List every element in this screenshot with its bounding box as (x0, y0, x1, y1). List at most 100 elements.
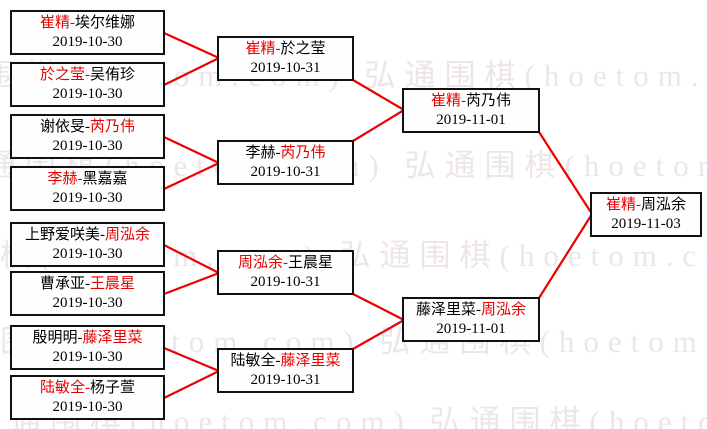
player-name: 陆敏全 (39, 379, 85, 396)
dash: - (77, 170, 83, 187)
match-date: 2019-11-01 (436, 111, 506, 128)
player-name: 芮乃伟 (466, 92, 512, 109)
player-name: 藤泽里菜 (415, 301, 476, 318)
dash: - (283, 254, 288, 271)
player-name: 芮乃伟 (280, 144, 326, 161)
connector-line (163, 370, 220, 399)
match-date: 2019-10-31 (250, 371, 321, 388)
match-players: 陆敏全-杨子萱 (40, 379, 135, 398)
connector-line (538, 213, 593, 299)
connector-line (163, 162, 220, 190)
match-players: 於之莹-吴侑珍 (40, 66, 135, 85)
match-box-r1-m5: 上野爱咲美-周泓余 2019-10-30 (10, 222, 165, 267)
match-date: 2019-11-03 (611, 215, 681, 232)
dash: - (85, 66, 90, 83)
dash: - (77, 329, 83, 346)
player-name: 於之莹 (39, 66, 85, 83)
match-players: 崔精-埃尔维娜 (40, 14, 135, 33)
player-name: 曹承亚 (39, 275, 85, 292)
player-name: 周泓余 (641, 196, 687, 213)
dash: - (275, 40, 281, 57)
player-name: 黑嘉嘉 (82, 170, 128, 187)
match-date: 2019-10-30 (52, 85, 123, 102)
match-box-r1-m4: 李赫-黑嘉嘉 2019-10-30 (10, 166, 165, 211)
match-box-r1-m3: 谢依旻-芮乃伟 2019-10-30 (10, 114, 165, 159)
match-box-r2-m1: 崔精-於之莹 2019-10-31 (217, 36, 354, 81)
match-box-r2-m4: 陆敏全-藤泽里菜 2019-10-31 (217, 348, 354, 393)
connector-line (163, 31, 220, 60)
match-date: 2019-10-31 (250, 273, 321, 290)
connector-line (163, 346, 220, 373)
match-box-final: 崔精-周泓余 2019-11-03 (590, 192, 702, 237)
dash: - (70, 14, 75, 31)
match-players: 李赫-黑嘉嘉 (47, 170, 127, 189)
match-date: 2019-10-31 (250, 59, 321, 76)
player-name: 崔精 (245, 40, 276, 57)
player-name: 李赫 (47, 170, 78, 187)
match-players: 李赫-芮乃伟 (245, 144, 325, 163)
dash: - (85, 118, 90, 135)
match-players: 陆敏全-藤泽里菜 (230, 352, 340, 371)
connector-line (352, 79, 405, 111)
match-players: 周泓余-王晨星 (238, 254, 333, 273)
player-name: 藤泽里菜 (280, 352, 341, 369)
player-name: 王晨星 (288, 254, 334, 271)
match-date: 2019-10-31 (250, 163, 321, 180)
player-name: 谢依旻 (39, 118, 85, 135)
connector-line (163, 271, 220, 296)
match-box-r1-m1: 崔精-埃尔维娜 2019-10-30 (10, 10, 165, 55)
player-name: 崔精 (39, 14, 70, 31)
connector-line (352, 319, 405, 350)
dash: - (85, 275, 90, 292)
match-date: 2019-10-30 (52, 348, 123, 365)
dash: - (476, 301, 481, 318)
player-name: 上野爱咲美 (24, 226, 100, 243)
player-name: 崔精 (430, 92, 461, 109)
player-name: 藤泽里菜 (82, 329, 143, 346)
match-date: 2019-10-30 (52, 137, 123, 154)
match-box-r2-m2: 李赫-芮乃伟 2019-10-31 (217, 140, 354, 185)
connector-line (163, 57, 220, 86)
match-players: 上野爱咲美-周泓余 (25, 226, 150, 245)
match-date: 2019-10-30 (52, 294, 123, 311)
match-date: 2019-10-30 (52, 33, 123, 50)
player-name: 周泓余 (481, 301, 527, 318)
dash: - (461, 92, 466, 109)
player-name: 殷明明 (32, 329, 78, 346)
dash: - (275, 352, 281, 369)
player-name: 周泓余 (237, 254, 283, 271)
player-name: 於之莹 (280, 40, 326, 57)
match-date: 2019-11-01 (436, 320, 506, 337)
player-name: 吴侑珍 (90, 66, 136, 83)
match-box-r1-m7: 殷明明-藤泽里菜 2019-10-30 (10, 325, 165, 370)
match-box-sf-m1: 崔精-芮乃伟 2019-11-01 (402, 88, 540, 133)
player-name: 埃尔维娜 (75, 14, 136, 31)
match-players: 崔精-周泓余 (606, 196, 686, 215)
match-players: 谢依旻-芮乃伟 (40, 118, 135, 137)
match-players: 崔精-芮乃伟 (431, 92, 511, 111)
dash: - (636, 196, 641, 213)
match-date: 2019-10-30 (52, 398, 123, 415)
match-players: 曹承亚-王晨星 (40, 275, 135, 294)
match-box-r2-m3: 周泓余-王晨星 2019-10-31 (217, 250, 354, 295)
connector-line (352, 109, 405, 142)
dash: - (85, 379, 90, 396)
connector-line (538, 131, 593, 215)
dash: - (275, 144, 281, 161)
match-players: 藤泽里菜-周泓余 (416, 301, 526, 320)
match-box-sf-m2: 藤泽里菜-周泓余 2019-11-01 (402, 297, 540, 342)
match-box-r1-m2: 於之莹-吴侑珍 2019-10-30 (10, 62, 165, 107)
player-name: 周泓余 (105, 226, 151, 243)
match-players: 殷明明-藤泽里菜 (32, 329, 142, 348)
connector-line (163, 244, 220, 274)
match-date: 2019-10-30 (52, 245, 123, 262)
match-box-r1-m6: 曹承亚-王晨星 2019-10-30 (10, 271, 165, 316)
player-name: 芮乃伟 (90, 118, 136, 135)
player-name: 王晨星 (90, 275, 136, 292)
connector-line (352, 293, 405, 321)
player-name: 陆敏全 (230, 352, 276, 369)
player-name: 杨子萱 (90, 379, 136, 396)
player-name: 李赫 (245, 144, 276, 161)
connector-line (163, 136, 220, 164)
